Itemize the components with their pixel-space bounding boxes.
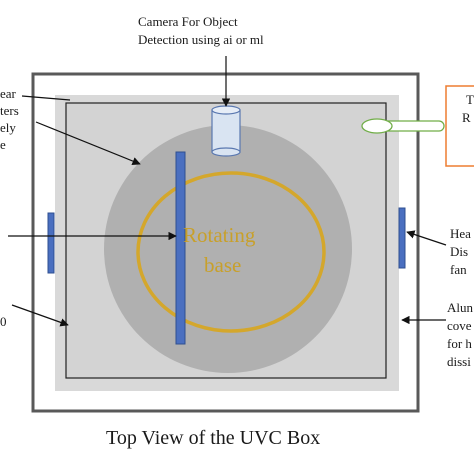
right-mid-text-3: fan <box>450 262 467 277</box>
rotating-base-label-line2: base <box>204 253 242 277</box>
right-bottom-text-4: dissi <box>447 354 471 369</box>
center-uvc-lamp <box>175 151 186 345</box>
left-bottom-arrow <box>11 304 69 327</box>
right-mid-arrow <box>406 230 447 246</box>
left-top-text-2: ters <box>0 103 19 118</box>
rotating-base-disc <box>104 125 352 373</box>
diagram-caption: Top View of the UVC Box <box>106 427 321 449</box>
left-lamp <box>47 212 55 274</box>
right-mid-text-1: Hea <box>450 226 471 241</box>
callout-box <box>445 85 474 167</box>
left-bottom-text: 0 <box>0 314 7 329</box>
camera-label-line2: Detection using ai or ml <box>138 32 264 47</box>
camera-icon <box>211 105 241 157</box>
right-mid-text-2: Dis <box>450 244 469 259</box>
left-top-text-1: ear <box>0 86 16 101</box>
rotating-base-label-line1: Rotating <box>183 223 256 247</box>
left-top-text-4: e <box>0 137 6 152</box>
right-bottom-text-3: for h <box>447 336 472 351</box>
left-top-arrow-2 <box>35 121 141 166</box>
rotating-base-ring <box>136 171 326 333</box>
right-bottom-text-1: Alun <box>447 300 473 315</box>
camera-label-line1: Camera For Object <box>138 14 238 29</box>
left-top-arrow-1 <box>21 95 71 101</box>
right-top-text-1: T <box>466 92 474 107</box>
right-top-text-2: R <box>462 110 471 125</box>
right-fan <box>398 207 406 269</box>
sensor-icon <box>361 118 445 134</box>
left-top-text-3: ely <box>0 120 16 135</box>
right-bottom-text-2: cove <box>447 318 472 333</box>
